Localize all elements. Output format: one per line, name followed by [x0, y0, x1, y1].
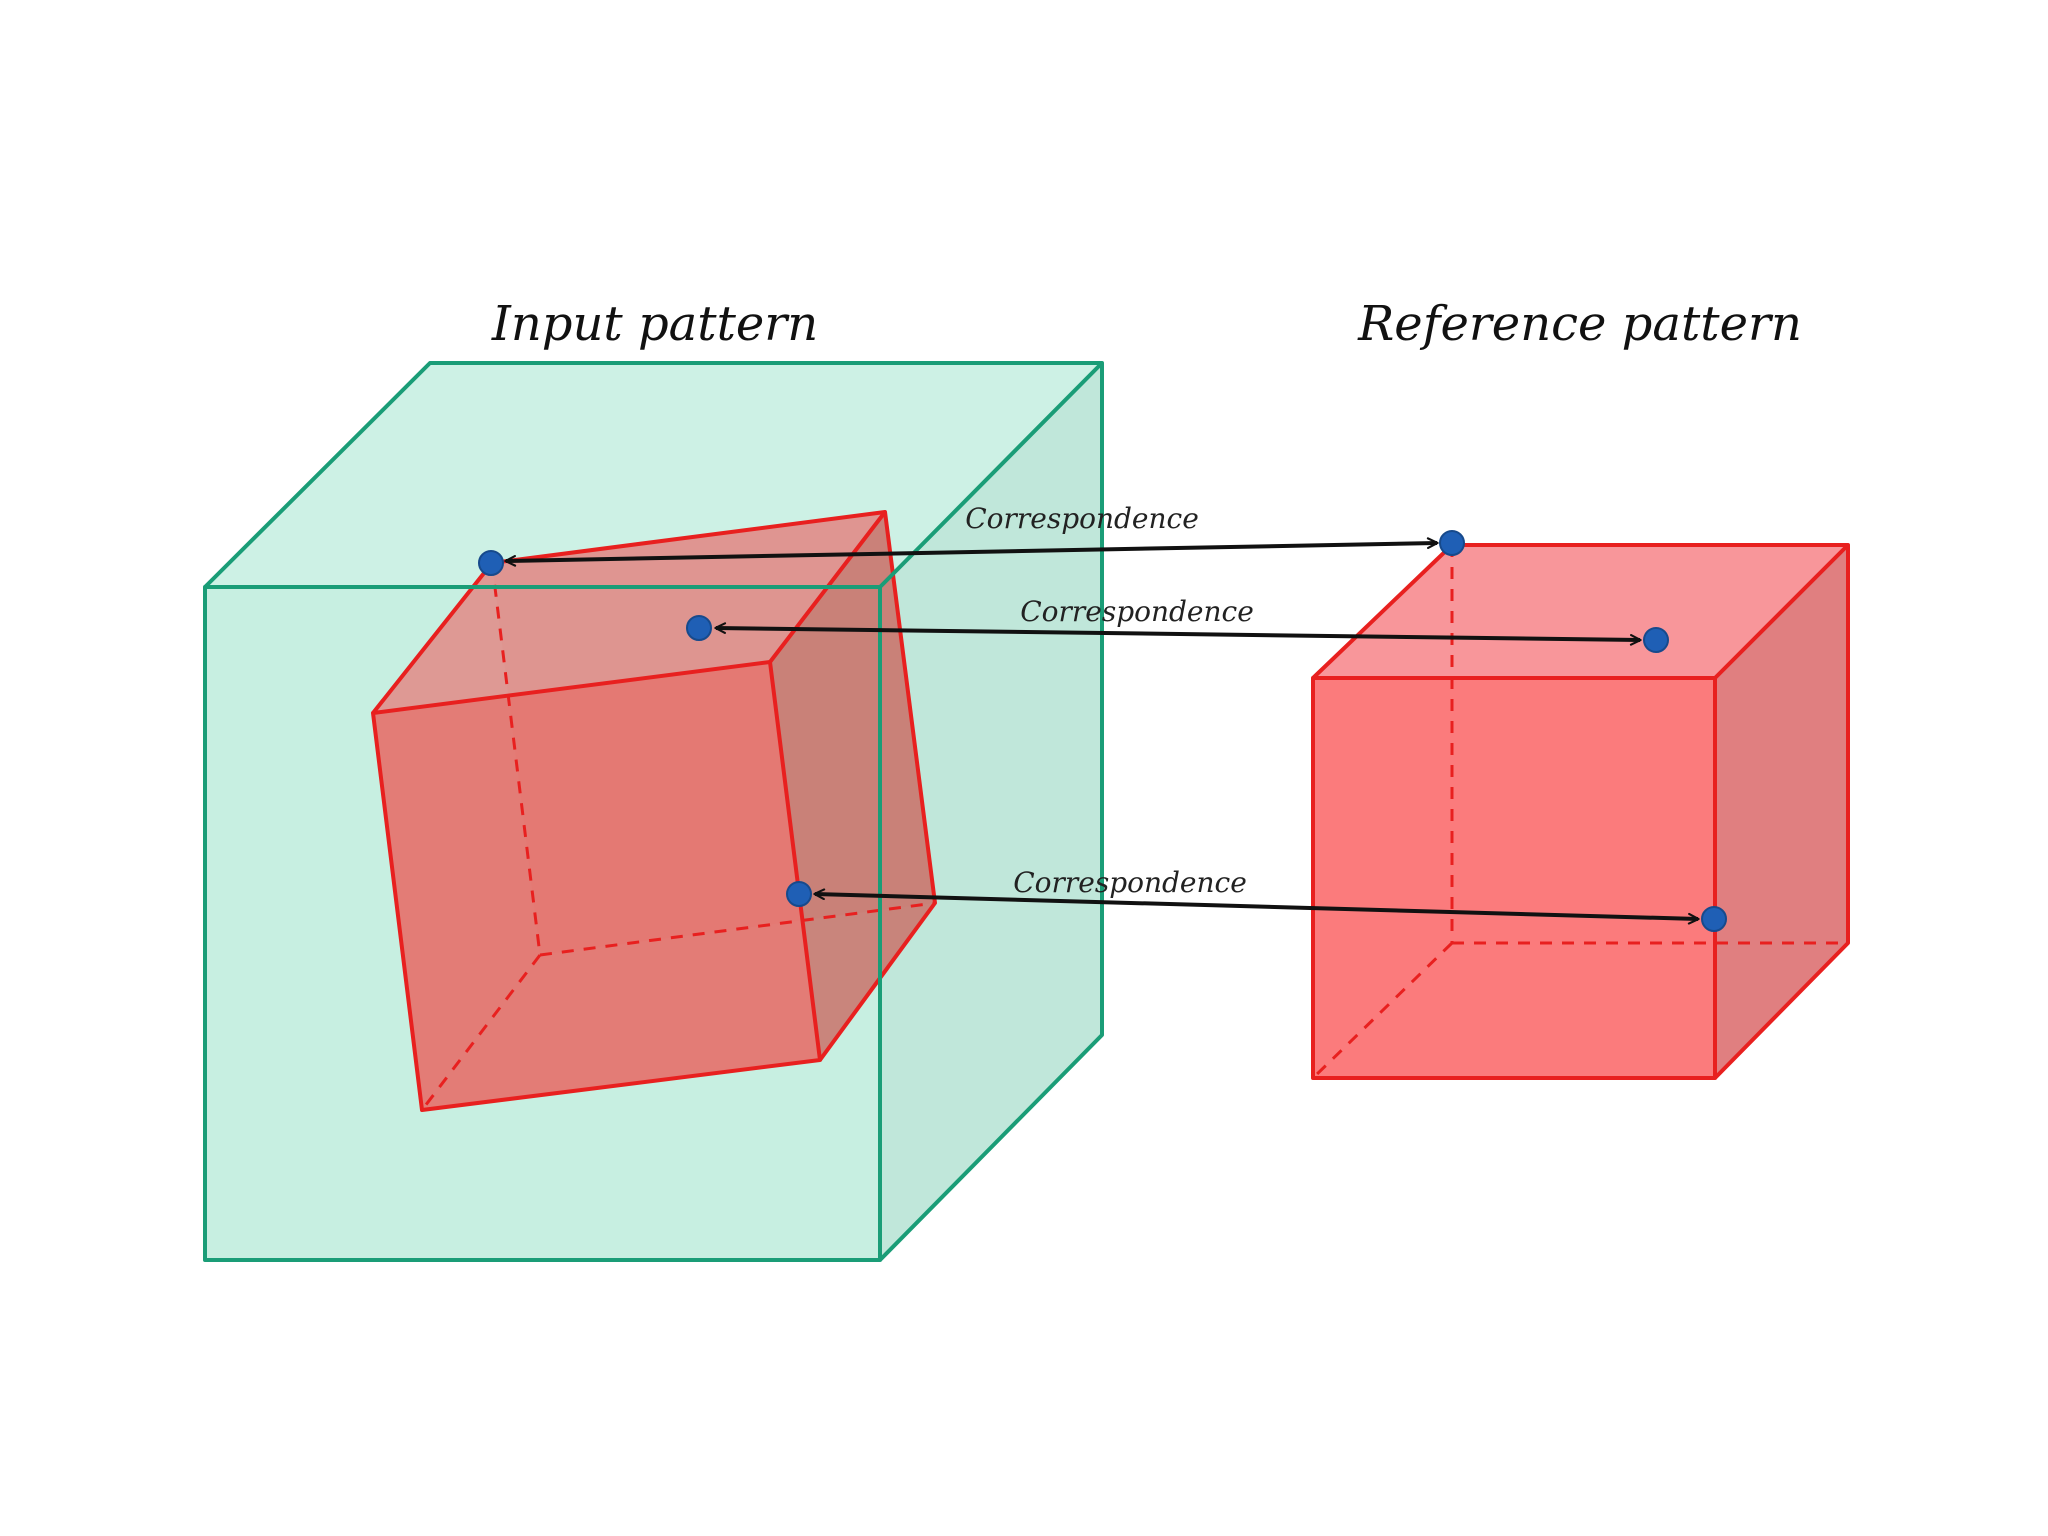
reference-red-cube [1311, 543, 1850, 1080]
input-point-3 [786, 881, 812, 907]
reference-pattern-title: Reference pattern [1357, 296, 1802, 352]
reference-point-1 [1439, 530, 1465, 556]
teal-cube-side-outline [878, 363, 1104, 1262]
reference-cube-hidden-edge [1311, 941, 1454, 1080]
reference-point-3 [1701, 906, 1727, 932]
input-point-2 [686, 615, 712, 641]
red-cube-hidden-edge [420, 954, 542, 1111]
correspondence-label-3: Correspondence [1013, 866, 1247, 899]
reference-cube-top-outline [1311, 543, 1850, 680]
teal-cube-edges [203, 361, 1104, 1262]
reference-cube-front-face [1313, 678, 1715, 1078]
red-cube-front-face [373, 662, 820, 1110]
corresponding-points [478, 530, 1727, 932]
correspondence-label-2: Correspondence [1020, 595, 1254, 628]
correspondence-label-1: Correspondence [965, 502, 1199, 535]
reference-cube-front-outline [1311, 676, 1717, 1080]
teal-cube-side-face [880, 363, 1102, 1260]
reference-point-2 [1643, 627, 1669, 653]
input-pattern-title: Input pattern [491, 296, 818, 352]
correspondence-arrow-1 [504, 537, 1439, 567]
input-point-1 [478, 550, 504, 576]
reference-cube-side-face [1715, 545, 1848, 1078]
correspondence-arrows [504, 537, 1700, 925]
teal-cube-top-outline [203, 361, 1104, 589]
reference-cube-side-outline [1713, 545, 1850, 1080]
correspondence-arrow-3 [813, 888, 1700, 925]
correspondence-arrow-2 [714, 622, 1642, 646]
